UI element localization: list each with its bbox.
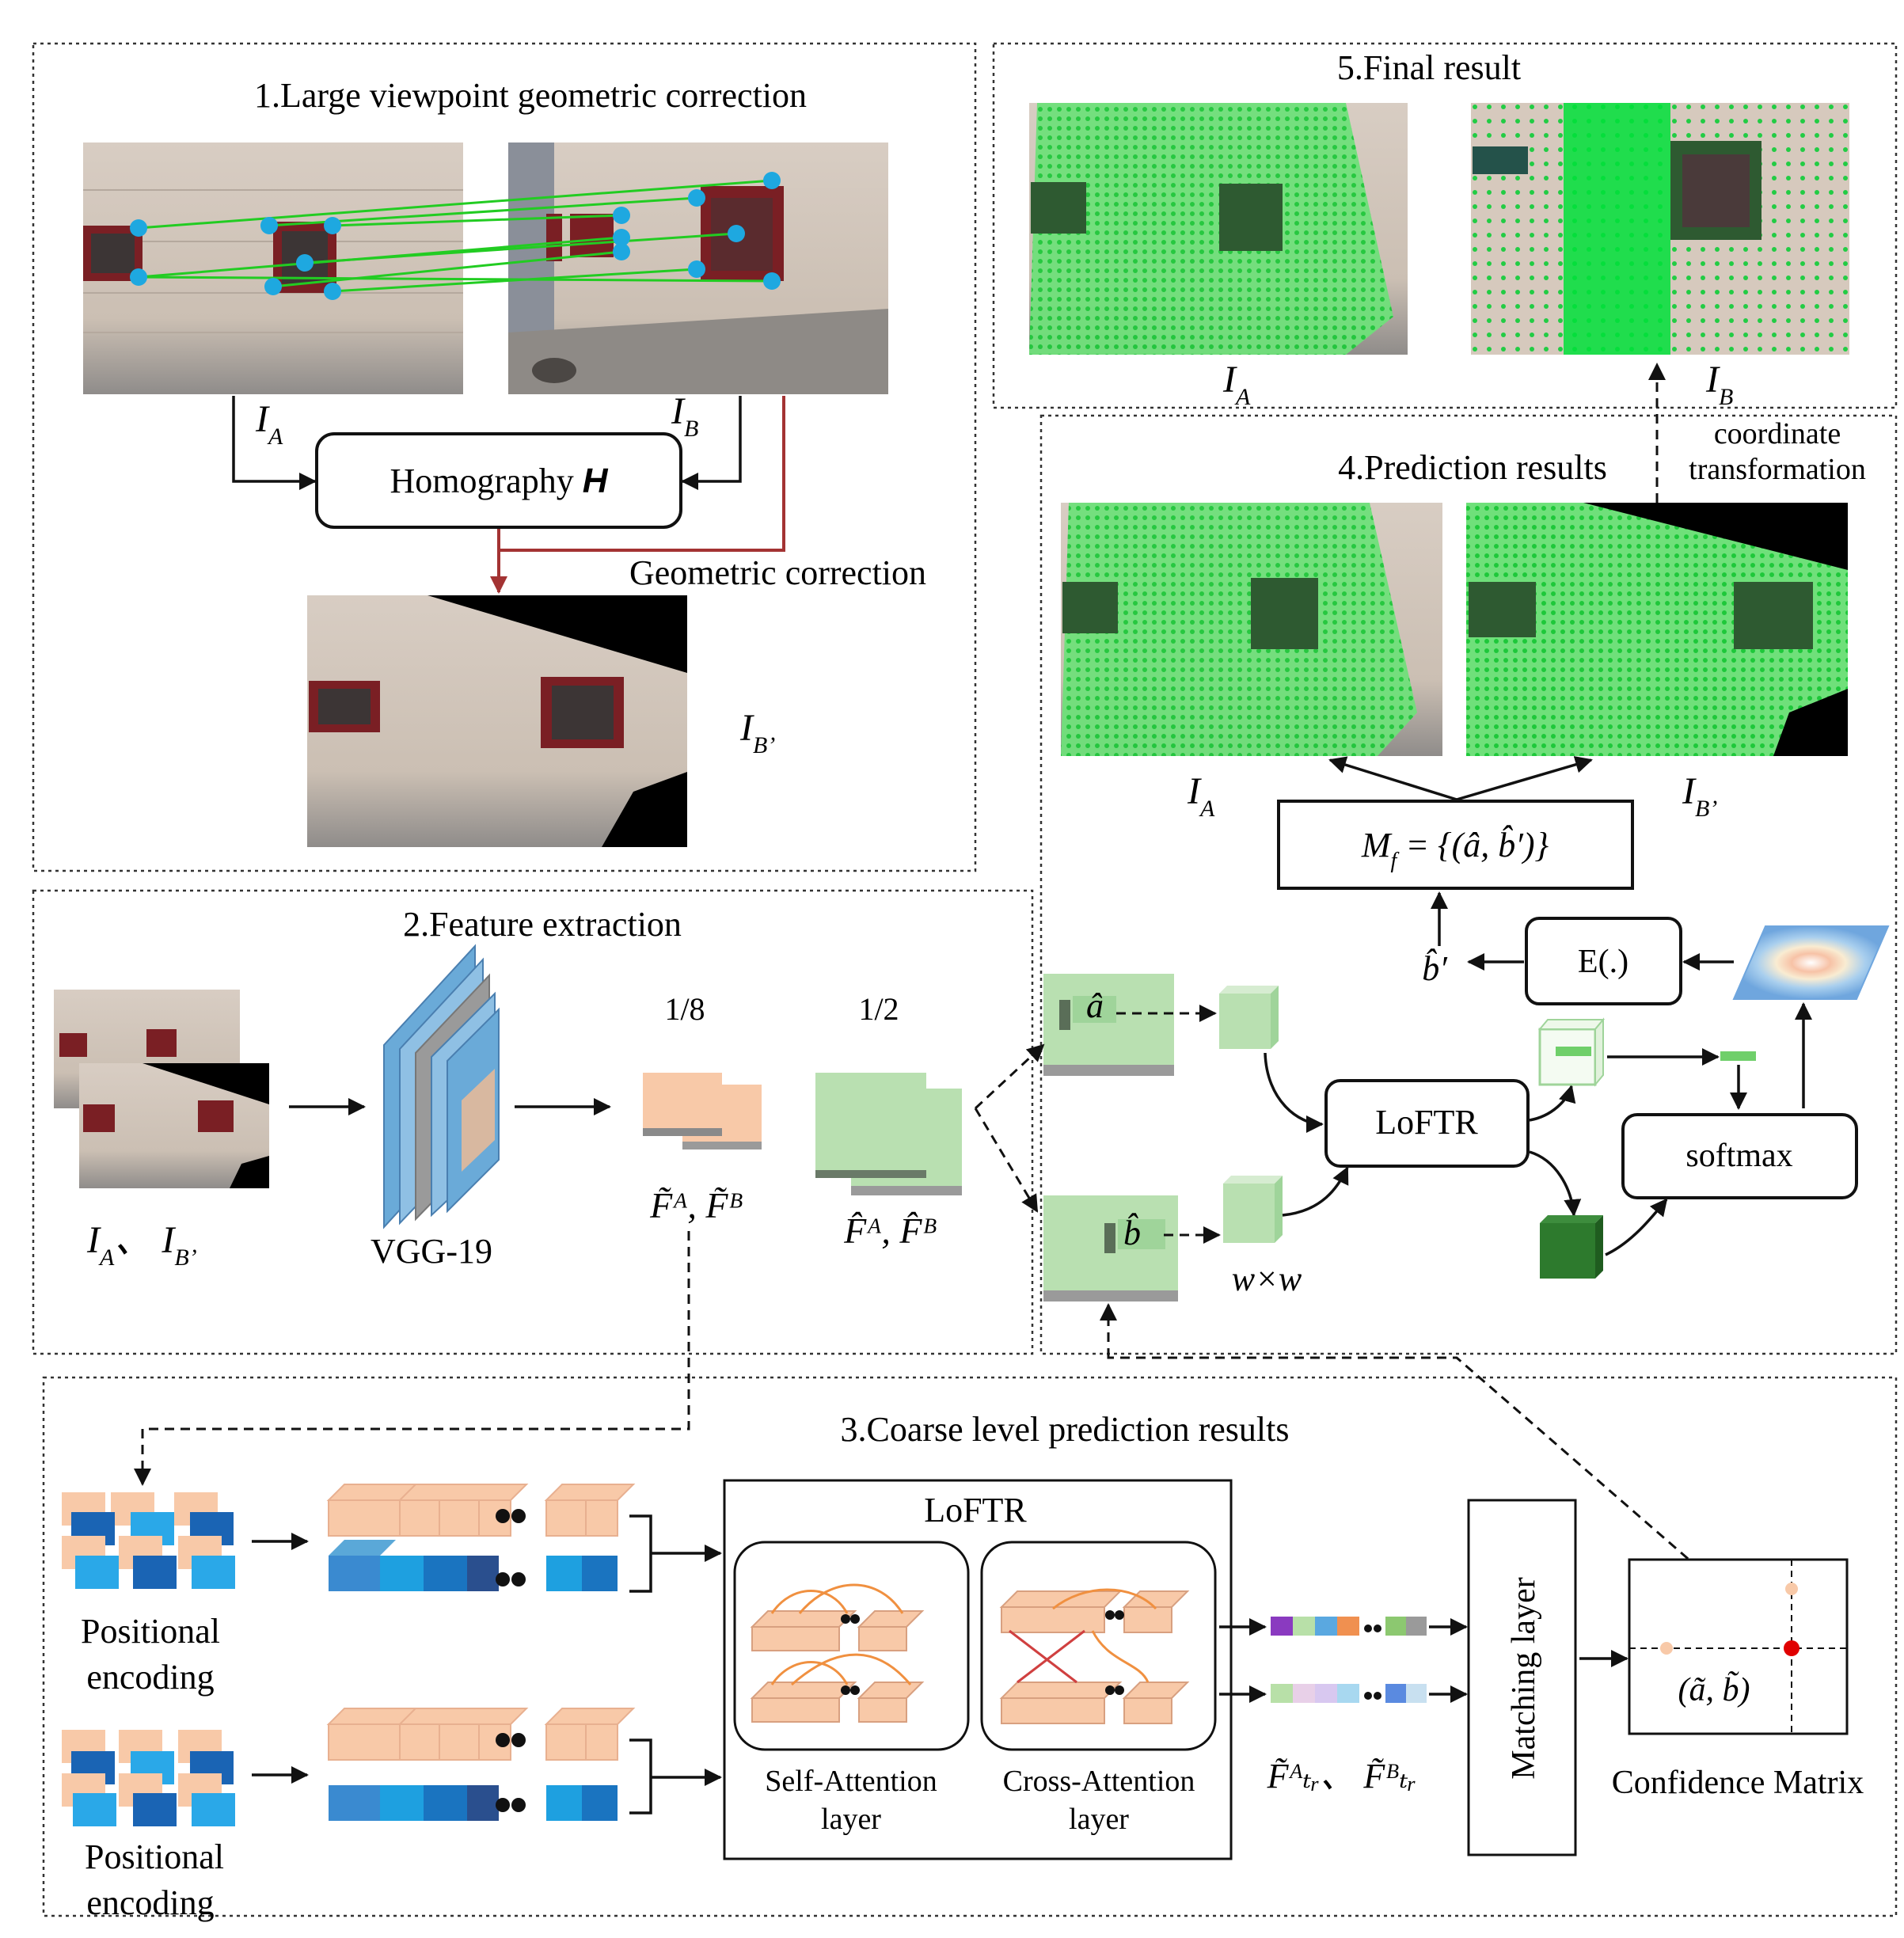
b-prime-label: b̂′ bbox=[1422, 948, 1448, 988]
panel1-title: 1.Large viewpoint geometric correction bbox=[254, 76, 807, 115]
cube-dark bbox=[1540, 1215, 1603, 1279]
pred-image-ibp bbox=[1466, 503, 1848, 756]
image-ib-corrected bbox=[307, 595, 687, 847]
pred-image-ia bbox=[1061, 503, 1442, 756]
self-attention-arcs bbox=[770, 1583, 912, 1686]
window-label: w×w bbox=[1232, 1260, 1302, 1298]
image-ia-original bbox=[83, 142, 463, 394]
input-pair-label: IA、 IB’ bbox=[86, 1219, 197, 1271]
loftr-fine-box bbox=[1324, 1079, 1530, 1168]
label-ib-p1: IB bbox=[671, 390, 698, 442]
input-image-stack bbox=[54, 990, 269, 1188]
mf-label: Mf = {(â, b̂′)} bbox=[1361, 825, 1549, 873]
cross-attn-line2: layer bbox=[1069, 1803, 1129, 1836]
softmax-box bbox=[1621, 1113, 1858, 1199]
confidence-matrix-box bbox=[1628, 1558, 1849, 1735]
coord-transform-line2: transformation bbox=[1689, 453, 1866, 486]
tokens-row-2-peach bbox=[326, 1708, 636, 1761]
self-attention-tokens bbox=[750, 1610, 925, 1723]
cross-attn-line1: Cross-Attention bbox=[1003, 1765, 1195, 1798]
tr-feature-strip-a bbox=[1271, 1617, 1427, 1636]
match-candidate-2 bbox=[1660, 1642, 1673, 1655]
panel-geometric-correction bbox=[32, 42, 977, 872]
coarse-match-label: (ã, b̃) bbox=[1678, 1671, 1750, 1708]
mf-box bbox=[1277, 800, 1634, 890]
panel2-title: 2.Feature extraction bbox=[403, 905, 682, 944]
homography-label: Homography H bbox=[390, 462, 609, 500]
pos-enc-1-line2: encoding bbox=[86, 1658, 214, 1697]
label-ia-p1: IA bbox=[255, 398, 283, 450]
self-attn-line1: Self-Attention bbox=[765, 1765, 937, 1798]
positional-grid-2 bbox=[62, 1730, 235, 1826]
fine-feature-label: F̂ᴬ, F̂ᴮ bbox=[843, 1210, 937, 1251]
panel-feature-extraction bbox=[32, 889, 1034, 1355]
pos-enc-2-line2: encoding bbox=[86, 1883, 214, 1922]
geometric-correction-label: Geometric correction bbox=[629, 553, 926, 592]
final-image-ib bbox=[1471, 103, 1849, 355]
tokens-row-1-blue bbox=[329, 1540, 618, 1591]
cube-outline bbox=[1537, 1017, 1606, 1087]
loftr-coarse-title: LoFTR bbox=[924, 1491, 1027, 1530]
expectation-label: E(.) bbox=[1578, 944, 1628, 980]
pos-enc-2-line1: Positional bbox=[85, 1837, 224, 1876]
vgg-label: VGG-19 bbox=[371, 1232, 492, 1271]
image-ib-original bbox=[508, 142, 888, 394]
label-ia-p5: IA bbox=[1222, 359, 1251, 410]
cube-a bbox=[1219, 986, 1279, 1049]
panel-final-result bbox=[992, 42, 1898, 409]
match-candidate-1 bbox=[1785, 1583, 1798, 1595]
coarse-feature-maps bbox=[643, 1073, 762, 1150]
heatmap-icon bbox=[1732, 925, 1890, 1000]
matching-layer-box bbox=[1467, 1499, 1577, 1856]
tokens-row-1-peach bbox=[326, 1484, 636, 1537]
label-ibp-p1: IB’ bbox=[739, 707, 775, 758]
a-hat-label: â bbox=[1086, 986, 1104, 1025]
tr-feature-strip-b bbox=[1271, 1684, 1427, 1703]
matching-layer-label: Matching layer bbox=[1506, 1577, 1542, 1779]
self-attn-line2: layer bbox=[821, 1803, 881, 1836]
panel3-title: 3.Coarse level prediction results bbox=[841, 1410, 1290, 1449]
cross-attention-tokens bbox=[999, 1590, 1190, 1724]
fine-crop-a bbox=[1043, 974, 1174, 1076]
vgg-network-icon bbox=[383, 944, 500, 1229]
label-ib-p5: IB bbox=[1705, 359, 1733, 410]
fine-crop-b bbox=[1043, 1195, 1178, 1302]
scale-1-8: 1/8 bbox=[664, 991, 705, 1027]
scale-1-2: 1/2 bbox=[858, 991, 899, 1027]
confidence-matrix-label: Confidence Matrix bbox=[1612, 1765, 1864, 1801]
positional-grid-1 bbox=[62, 1492, 235, 1589]
b-hat-label: b̂ bbox=[1123, 1213, 1141, 1252]
vector-token bbox=[1720, 1051, 1756, 1061]
keypoints bbox=[130, 172, 781, 300]
cube-b bbox=[1223, 1176, 1283, 1243]
final-image-ia bbox=[1029, 103, 1408, 355]
pos-enc-1-line1: Positional bbox=[81, 1612, 220, 1651]
coarse-feature-label: F̃ᴬ, F̃ᴮ bbox=[649, 1185, 743, 1226]
tokens-row-2-blue bbox=[329, 1785, 618, 1821]
keypoint-matches bbox=[138, 179, 773, 293]
panel-prediction-results bbox=[1039, 414, 1898, 1355]
coord-transform-line1: coordinate bbox=[1714, 417, 1841, 450]
softmax-label: softmax bbox=[1685, 1138, 1792, 1174]
label-ibp-p4: IB’ bbox=[1682, 770, 1717, 822]
cross-attention-lines bbox=[1009, 1588, 1157, 1684]
fine-feature-maps bbox=[815, 1073, 962, 1195]
label-ia-p4: IA bbox=[1187, 770, 1215, 822]
panel-coarse-prediction bbox=[42, 1376, 1898, 1917]
homography-box bbox=[315, 432, 682, 529]
tr-features-label: F̃ᴬₜᵣ、 F̃ᴮₜᵣ bbox=[1267, 1757, 1417, 1796]
matched-point bbox=[1784, 1640, 1799, 1656]
loftr-fine-label: LoFTR bbox=[1375, 1103, 1478, 1142]
panel5-title: 5.Final result bbox=[1337, 48, 1521, 87]
panel4-title: 4.Prediction results bbox=[1338, 448, 1607, 487]
expectation-box bbox=[1525, 917, 1682, 1005]
